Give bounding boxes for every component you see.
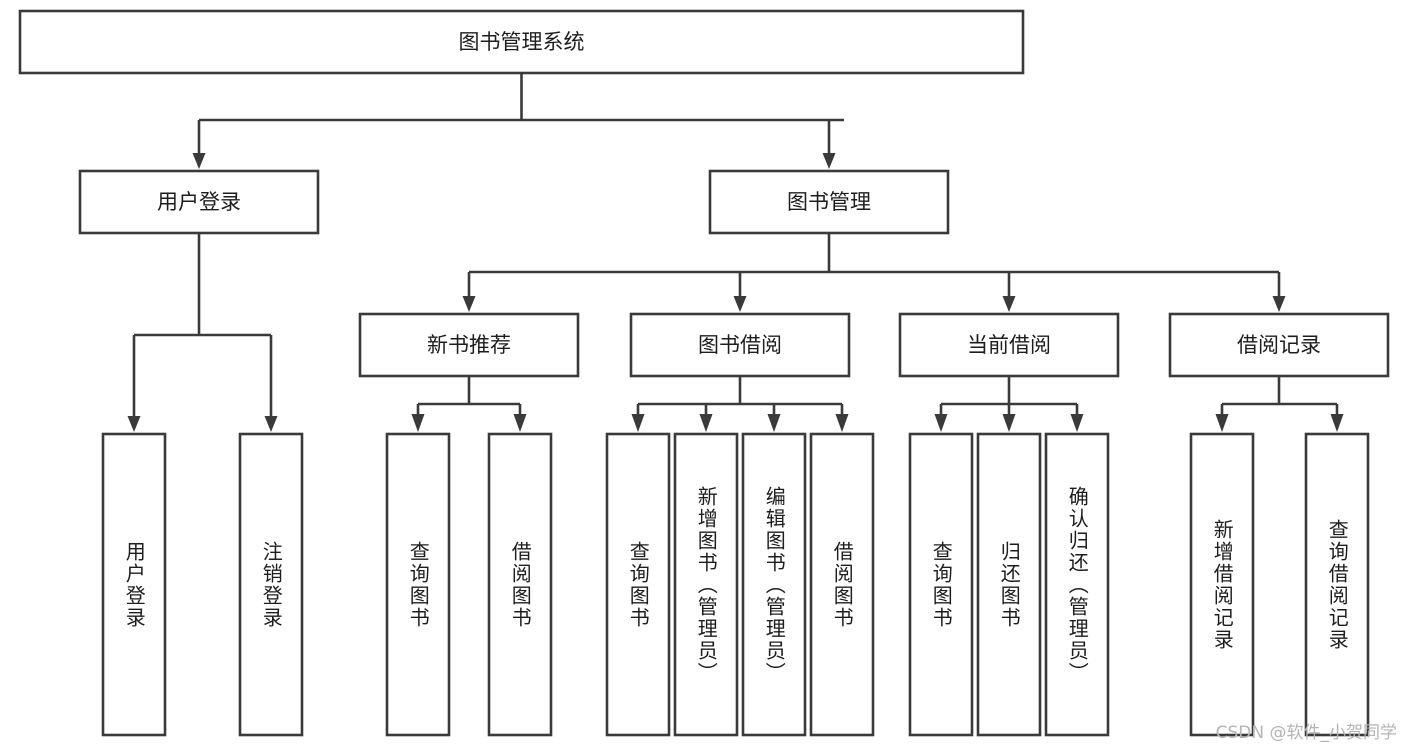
node-box-current-borrow[interactable] bbox=[898, 312, 1120, 378]
label-leaf-query-book-3: 查询图书 bbox=[929, 540, 954, 629]
label-leaf-user-login: 用户登录 bbox=[122, 540, 147, 629]
arrowhead-leaf-query-book-1 bbox=[411, 414, 425, 432]
label-leaf-return-book: 归还图书 bbox=[997, 540, 1022, 629]
label-leaf-logout-login: 注销登录 bbox=[259, 540, 284, 629]
arrowhead-borrow-record bbox=[1272, 296, 1286, 312]
arrowhead-leaf-edit-book bbox=[767, 414, 781, 432]
arrowhead-leaf-query-book-3 bbox=[934, 414, 948, 432]
arrowhead-leaf-query-book-2 bbox=[631, 414, 645, 432]
arrowhead-leaf-confirm-return bbox=[1070, 414, 1084, 432]
node-box-leaf-query-book-1[interactable] bbox=[385, 432, 451, 737]
node-box-leaf-query-record[interactable] bbox=[1304, 432, 1370, 737]
connector-group-root bbox=[192, 73, 844, 169]
node-box-leaf-borrow-book-2[interactable] bbox=[809, 432, 875, 737]
label-user-login: 用户登录 bbox=[157, 190, 241, 214]
label-leaf-query-book-1: 查询图书 bbox=[406, 540, 431, 629]
node-box-book-manage[interactable] bbox=[708, 169, 950, 235]
node-box-leaf-return-book[interactable] bbox=[976, 432, 1042, 737]
label-book-manage: 图书管理 bbox=[787, 190, 871, 214]
label-leaf-edit-book: 编辑图书（管理员） bbox=[762, 485, 787, 684]
label-leaf-borrow-book-2: 借阅图书 bbox=[830, 540, 855, 629]
arrowhead-leaf-return-book bbox=[1002, 414, 1016, 432]
node-box-leaf-logout-login[interactable] bbox=[238, 432, 304, 737]
node-box-leaf-user-login[interactable] bbox=[101, 432, 167, 737]
arrowhead-book-borrow bbox=[733, 296, 747, 312]
node-box-leaf-confirm-return[interactable] bbox=[1044, 432, 1110, 737]
arrowhead-leaf-borrow-book-2 bbox=[835, 414, 849, 432]
arrowhead-current-borrow bbox=[1002, 296, 1016, 312]
node-box-user-login[interactable] bbox=[78, 169, 320, 235]
label-leaf-query-record: 查询借阅记录 bbox=[1325, 518, 1350, 651]
label-borrow-record: 借阅记录 bbox=[1237, 333, 1321, 357]
label-book-borrow: 图书借阅 bbox=[698, 333, 782, 357]
node-box-borrow-record[interactable] bbox=[1168, 312, 1390, 378]
label-leaf-confirm-return: 确认归还（管理员） bbox=[1065, 485, 1090, 684]
node-box-new-book-recommend[interactable] bbox=[358, 312, 580, 378]
arrowhead-leaf-logout-login bbox=[264, 416, 278, 432]
arrowhead-book-manage bbox=[822, 153, 836, 169]
node-box-root[interactable] bbox=[18, 9, 1025, 75]
connector-group-current-borrow bbox=[934, 376, 1084, 432]
label-leaf-query-book-2: 查询图书 bbox=[626, 540, 651, 629]
node-box-leaf-add-record[interactable] bbox=[1189, 432, 1255, 737]
node-box-leaf-query-book-2[interactable] bbox=[605, 432, 671, 737]
label-root: 图书管理系统 bbox=[459, 30, 585, 54]
label-current-borrow: 当前借阅 bbox=[967, 333, 1051, 357]
label-leaf-add-book: 新增图书（管理员） bbox=[694, 485, 719, 684]
label-leaf-borrow-book-1: 借阅图书 bbox=[508, 540, 533, 629]
connector-group-user-login bbox=[127, 233, 278, 432]
arrowhead-new-book-recommend bbox=[462, 296, 476, 312]
arrowhead-leaf-add-book bbox=[699, 414, 713, 432]
node-box-leaf-add-book[interactable] bbox=[673, 432, 739, 737]
arrowhead-leaf-borrow-book-1 bbox=[513, 414, 527, 432]
arrowhead-user-login bbox=[192, 153, 206, 169]
connector-group-new-book-recommend bbox=[411, 376, 527, 432]
node-box-leaf-query-book-3[interactable] bbox=[908, 432, 974, 737]
node-box-leaf-borrow-book-1[interactable] bbox=[487, 432, 553, 737]
arrowhead-leaf-add-record bbox=[1215, 414, 1229, 432]
connector-group-borrow-record bbox=[1215, 376, 1344, 432]
connector-group-book-manage bbox=[462, 233, 1286, 312]
label-leaf-add-record: 新增借阅记录 bbox=[1210, 518, 1235, 651]
label-new-book-recommend: 新书推荐 bbox=[427, 333, 511, 357]
connector-group-book-borrow bbox=[631, 376, 849, 432]
node-box-leaf-edit-book[interactable] bbox=[741, 432, 807, 737]
arrowhead-leaf-query-record bbox=[1330, 414, 1344, 432]
arrowhead-leaf-user-login bbox=[127, 416, 141, 432]
node-box-book-borrow[interactable] bbox=[629, 312, 851, 378]
